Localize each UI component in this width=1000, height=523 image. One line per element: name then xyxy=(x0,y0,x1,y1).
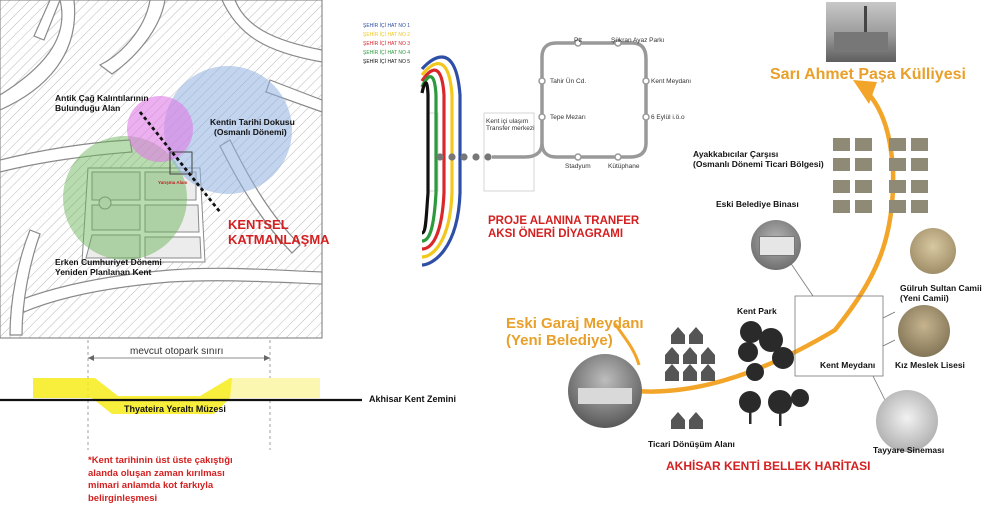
kentpark-label: Kent Park xyxy=(737,306,777,316)
garaj-photo xyxy=(568,354,642,428)
belediye-photo xyxy=(751,220,801,270)
photo-grid xyxy=(833,138,928,213)
kent-meydani-label: Kent Meydanı xyxy=(820,360,876,370)
memory-map-title: AKHİSAR KENTİ BELLEK HARİTASI xyxy=(666,459,871,473)
section-diagram xyxy=(0,340,362,450)
garaj-title: Eski Garaj Meydanı(Yeni Belediye) xyxy=(506,315,644,350)
line-label-4: ŞEHİR İÇİ HAT NO 4 xyxy=(363,50,411,56)
gulruh-label: Gülruh Sultan Camii(Yeni Camii) xyxy=(900,283,982,303)
otopark-label: mevcut otopark sınırı xyxy=(130,346,224,357)
ayakkabi-label: Ayakkabıcılar Çarşısı(Osmanlı Dönemi Tic… xyxy=(693,149,824,169)
kiz-meslek-photo xyxy=(898,305,950,357)
ticari-label: Ticari Dönüşüm Alanı xyxy=(648,439,735,449)
stop-stadyum: Stadyum xyxy=(565,163,591,170)
line-label-2: ŞEHİR İÇİ HAT NO 2 xyxy=(363,32,411,38)
stop-eylul: 6 Eylül i.ö.o xyxy=(651,114,685,121)
tayyare-label: Tayyare Sineması xyxy=(873,445,945,455)
osmanli-label: Kentin Tarihi Dokusu(Osmanlı Dönemi) xyxy=(210,117,295,137)
line-label-1: ŞEHİR İÇİ HAT NO 1 xyxy=(363,23,411,29)
kiz-meslek-label: Kız Meslek Lisesi xyxy=(895,360,965,370)
sari-ahmet-photo xyxy=(826,2,896,62)
stop-tepe: Tepe Mezarı xyxy=(550,114,586,121)
urban-layers-map xyxy=(0,0,323,339)
stop-kent-meydani: Kent Meydanı xyxy=(651,78,692,85)
belediye-label: Eski Belediye Binası xyxy=(716,199,799,209)
stop-kutuphane: Kütüphane xyxy=(608,163,640,170)
tayyare-photo xyxy=(876,390,938,452)
transfer-axis-diagram xyxy=(420,39,650,267)
gulruh-photo xyxy=(910,228,956,274)
stop-ptt: Ptt xyxy=(574,37,582,44)
yarisma-label: Yarışma Alanı xyxy=(158,180,188,185)
sari-ahmet-title: Sarı Ahmet Paşa Külliyesi xyxy=(770,66,966,83)
museum-label: Thyateira Yeraltı Müzesi xyxy=(124,404,226,414)
ground-label: Akhisar Kent Zemini xyxy=(369,394,457,404)
memory-map xyxy=(613,80,928,429)
tree-icons xyxy=(738,321,809,426)
line-label-3: ŞEHİR İÇİ HAT NO 3 xyxy=(363,41,411,47)
stop-tahir: Tahir Ün Cd. xyxy=(550,78,587,85)
stop-sukran: Şükran Ayaz Parkı xyxy=(611,37,665,44)
line-label-5: ŞEHİR İÇİ HAT NO 5 xyxy=(363,59,411,65)
house-icons xyxy=(665,327,715,429)
